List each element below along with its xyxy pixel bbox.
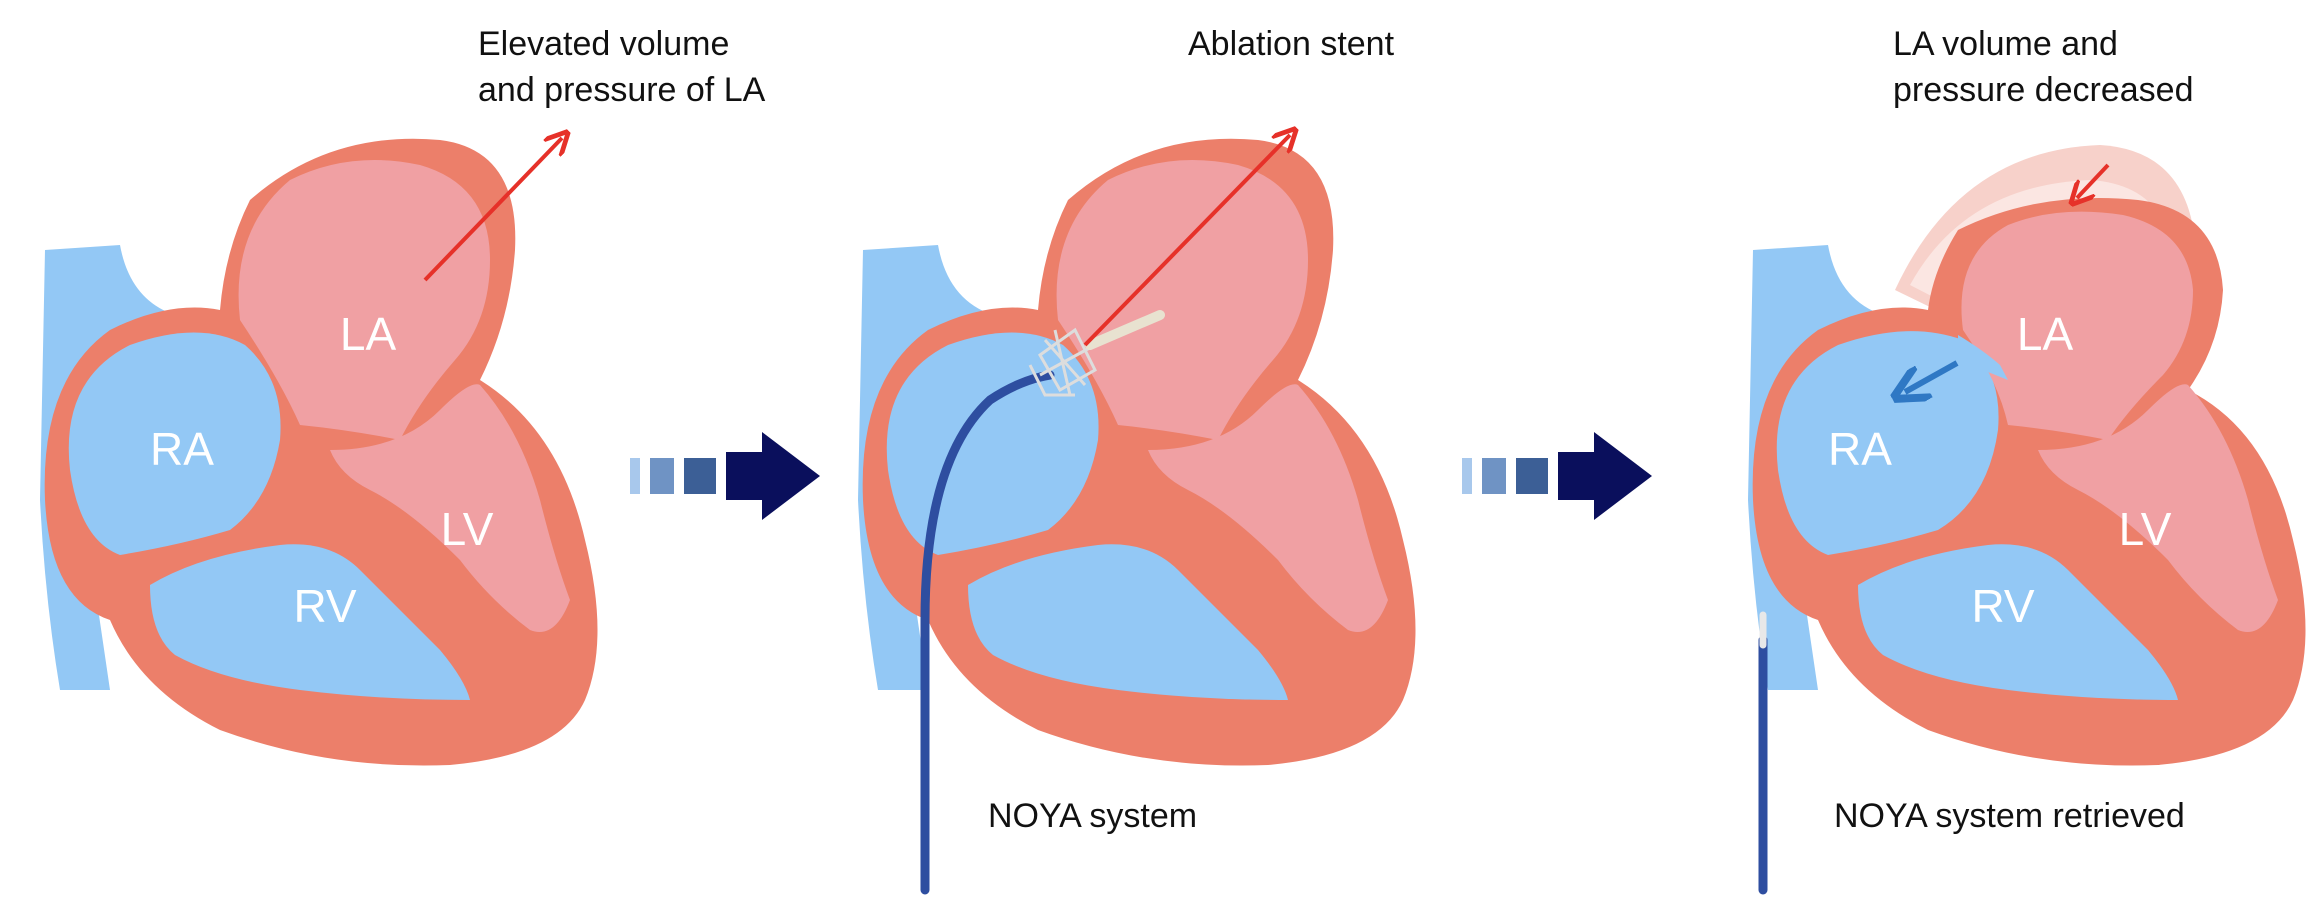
ablation-stent-icon [1028,327,1097,397]
progress-block [684,458,716,494]
progress-block [1462,458,1472,494]
progress-block [1482,458,1506,494]
caption-line2: pressure decreased [1893,71,2194,109]
heart-illustration [858,138,1416,766]
progress-arrow-icon [726,432,820,520]
stent-tip [1085,310,1165,350]
label-rv: RV [293,580,356,632]
label-la: LA [340,308,397,360]
label-ra: RA [1828,423,1892,475]
pointer-arrow-icon [2077,163,2110,198]
caption-bottom: NOYA system [988,797,1197,835]
pointer-arrow-icon [423,138,562,282]
shunt-arrow-icon [1905,360,1959,392]
progress-block [630,458,640,494]
progress-arrow-icon [1558,432,1652,520]
step-arrow-2 [1462,432,1652,520]
label-la: LA [2017,308,2074,360]
label-lv: LV [2119,503,2172,555]
label-ra: RA [150,423,214,475]
pointer-arrow-icon [1083,135,1290,347]
panel-la-decreased: LA RA LV RV LA volume and pressure decre… [1748,25,2306,895]
caption-line2: and pressure of LA [478,71,766,109]
heart-illustration [1748,198,2306,766]
progress-block [650,458,674,494]
catheter [920,370,1055,895]
panel-ablation: Ablation stent NOYA system [858,25,1416,895]
caption-line1: Elevated volume [478,25,729,63]
step-arrow-1 [630,432,820,520]
progress-block [1516,458,1548,494]
label-rv: RV [1971,580,2034,632]
label-lv: LV [441,503,494,555]
panel-elevated-la: LA RA LV RV Elevated volume and pressure… [40,25,766,766]
heart-illustration [40,138,598,766]
caption-line1: LA volume and [1893,25,2118,63]
caption-bottom: NOYA system retrieved [1834,797,2185,835]
caption-top: Ablation stent [1188,25,1395,63]
